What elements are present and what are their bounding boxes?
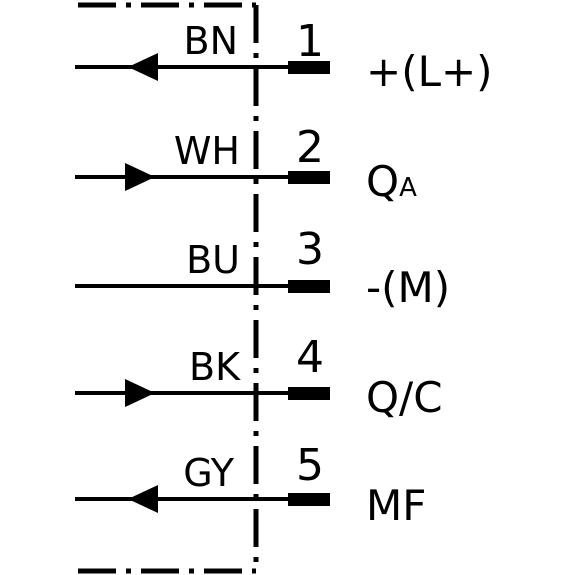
pin-number-label: 2 [296, 122, 324, 173]
wire-color-label: GY [183, 451, 235, 495]
pin-number-label: 1 [296, 16, 324, 67]
connection-row-1: BN 1 +(L+) [75, 16, 493, 96]
arrow-right-icon [125, 379, 155, 407]
pin-function-label: +(L+) [366, 47, 493, 96]
pin-function-subscript: A [399, 173, 417, 203]
wire-color-label: WH [174, 129, 240, 173]
pin-function-main: Q [366, 157, 399, 206]
arrow-left-icon [128, 485, 158, 513]
pin-function-label: -(M) [366, 263, 450, 312]
arrow-right-icon [125, 163, 155, 191]
connection-row-4: BK 4 Q/C [75, 332, 443, 422]
connection-row-2: WH 2 QA [75, 122, 417, 206]
wire-color-label: BK [189, 345, 241, 389]
arrow-left-icon [128, 53, 158, 81]
pin-terminal [288, 387, 330, 400]
connection-row-5: GY 5 MF [75, 440, 426, 530]
pin-number-label: 5 [296, 440, 324, 491]
pin-number-label: 4 [296, 332, 324, 383]
pin-terminal [288, 61, 330, 74]
pin-function-label: Q/C [366, 373, 443, 422]
pin-number-label: 3 [296, 224, 324, 275]
pin-terminal [288, 280, 330, 293]
pin-function-label: MF [366, 481, 426, 530]
pin-terminal [288, 493, 330, 506]
connection-row-3: BU 3 -(M) [75, 224, 450, 312]
pin-function-label: QA [366, 157, 417, 206]
wire-color-label: BN [184, 19, 239, 63]
wire-color-label: BU [186, 238, 240, 282]
pin-terminal [288, 171, 330, 184]
